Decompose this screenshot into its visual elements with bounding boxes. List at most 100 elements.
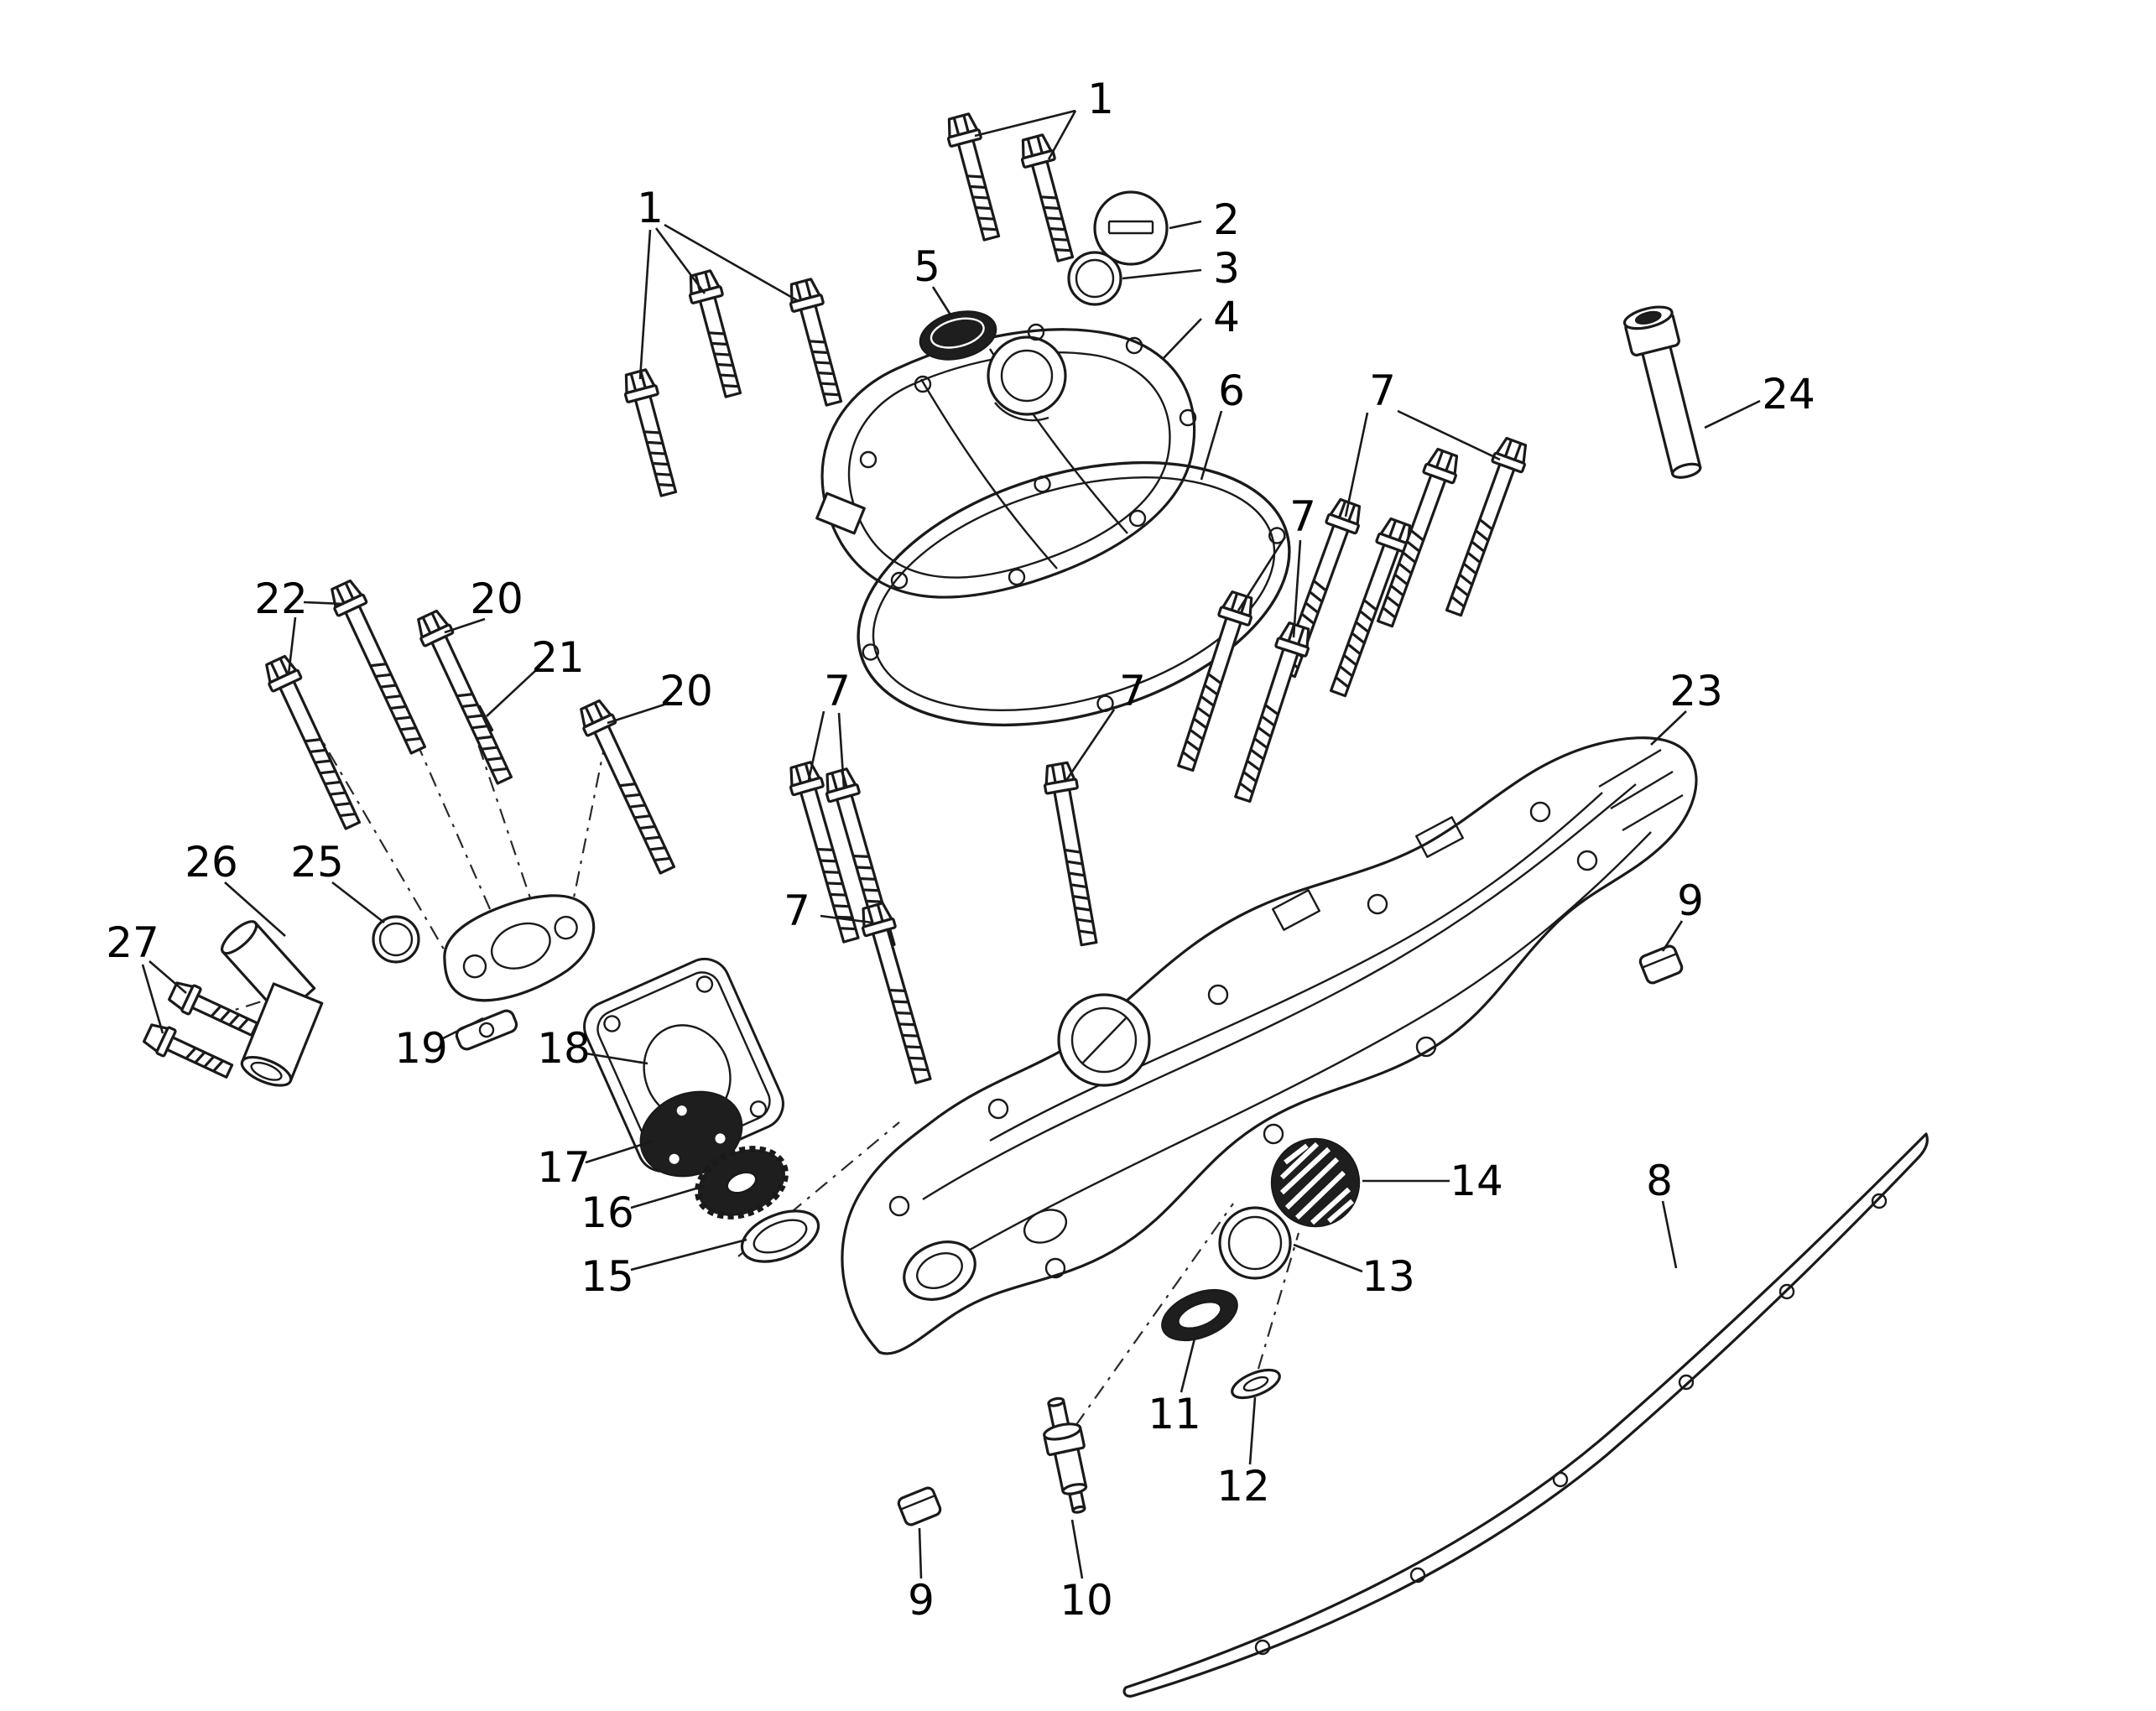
part-number-label: 12	[1216, 1462, 1270, 1511]
leader-line-part-17	[585, 1139, 655, 1164]
leader-line-part-2	[1169, 220, 1202, 230]
part-number-label: 11	[1148, 1390, 1201, 1438]
part-number-label: 10	[1060, 1576, 1113, 1625]
leader-line-part-7	[1397, 409, 1501, 461]
part-7-bolt	[1169, 588, 1259, 775]
part-number-label: 9	[908, 1576, 935, 1625]
part-22-bolt	[259, 652, 369, 834]
leader-line-part-4	[1162, 318, 1202, 360]
part-7-bolt	[856, 900, 940, 1087]
part-number-label: 24	[1762, 370, 1815, 419]
part-number-label: 8	[1646, 1157, 1673, 1205]
part-1-bolt	[684, 268, 750, 401]
part-23-cover-end	[1598, 748, 1684, 832]
part-20-bolt	[411, 606, 521, 788]
part-number-label: 20	[659, 667, 713, 715]
leader-line-part-3	[1122, 268, 1202, 280]
leader-line-part-22	[287, 616, 297, 675]
part-9-rubber-block	[897, 1486, 942, 1526]
leader-line-part-1	[654, 227, 706, 294]
part-number-label: 6	[1218, 367, 1245, 415]
leader-line-part-7	[1292, 539, 1302, 638]
part-number-label: 7	[1369, 367, 1396, 415]
part-number-label: 9	[1677, 876, 1704, 925]
part-14-cap	[1270, 1137, 1361, 1228]
filler-neck-boss	[987, 335, 1067, 416]
leader-line-part-18	[585, 1052, 648, 1065]
leader-line-part-11	[1180, 1338, 1196, 1393]
leader-line-part-15	[630, 1238, 747, 1272]
leader-line-part-9	[918, 1527, 923, 1579]
part-number-label: 7	[1119, 667, 1146, 715]
part-6-valve-cover-gasket	[857, 460, 1291, 727]
part-7-bolt	[1226, 619, 1316, 806]
part-number-label: 1	[1087, 75, 1114, 123]
part-number-label: 5	[914, 242, 940, 291]
part-1-bolt	[619, 367, 685, 500]
leader-line-part-1	[664, 223, 798, 302]
part-26-breather-elbow	[221, 920, 324, 1087]
part-number-label: 27	[106, 918, 159, 967]
part-number-label: 21	[531, 633, 585, 682]
part-number-label: 7	[824, 667, 851, 715]
leader-line-part-27	[141, 964, 164, 1034]
leader-line-part-7	[807, 710, 825, 781]
leader-line-part-20	[444, 617, 486, 634]
part-2-slotted-cap	[1093, 190, 1169, 266]
leader-line-part-5	[931, 286, 955, 320]
leader-line-part-9	[1661, 920, 1684, 952]
leader-line-part-19	[442, 1017, 484, 1040]
part-number-label: 7	[784, 887, 810, 935]
leader-line-part-7	[1064, 709, 1116, 783]
leader-line-part-1	[638, 229, 652, 380]
part-15-seal-ring	[740, 1209, 820, 1263]
part-number-label: 13	[1362, 1252, 1415, 1301]
part-number-label: 26	[185, 838, 238, 887]
part-number-label: 22	[254, 575, 308, 623]
part-9-rubber-block	[1638, 944, 1684, 985]
leader-line-part-8	[1661, 1200, 1678, 1269]
leader-line-part-20	[607, 703, 665, 725]
leader-line-part-10	[1070, 1519, 1084, 1579]
part-1-bolt	[1016, 132, 1082, 265]
part-5-rubber-plug	[919, 310, 997, 361]
leader-line-part-7	[837, 712, 846, 789]
leader-line-part-1	[974, 109, 1076, 138]
engine-side-cover	[841, 736, 1698, 1355]
part-number-label: 17	[537, 1143, 591, 1192]
leader-line-part-7	[1344, 412, 1369, 517]
part-number-label: 15	[581, 1252, 634, 1301]
part-13-o-ring	[1218, 1206, 1292, 1280]
leader-line-part-12	[1248, 1396, 1257, 1465]
part-number-label: 23	[1669, 667, 1723, 715]
part-1-bolt	[942, 111, 1008, 244]
leader-line-part-21	[486, 668, 538, 717]
leader-line-part-23	[1650, 710, 1687, 746]
part-24-dowel-sleeve	[1622, 305, 1702, 479]
leader-line-part-26	[224, 882, 286, 937]
part-number-label: 20	[470, 575, 523, 623]
part-7-bolt	[1040, 760, 1107, 949]
part-number-label: 2	[1213, 195, 1240, 244]
part-1-bolt	[784, 276, 851, 409]
part-number-label: 7	[1289, 492, 1316, 541]
part-8-cover-gasket	[1122, 1132, 1929, 1698]
part-12-washer	[1231, 1368, 1281, 1400]
leader-line-part-24	[1704, 399, 1761, 429]
leader-line-part-7	[820, 914, 873, 924]
leader-line-part-27	[148, 960, 187, 994]
part-25-o-ring	[372, 915, 420, 964]
leader-line-part-25	[331, 881, 385, 924]
part-17-cover-plate	[639, 1090, 743, 1178]
leader-line-part-6	[1200, 410, 1223, 481]
leader-line-part-7	[1237, 536, 1287, 611]
part-number-label: 18	[537, 1024, 591, 1073]
part-number-label: 14	[1450, 1157, 1503, 1205]
part-4-valve-cover	[815, 323, 1197, 599]
leader-line-part-22	[303, 601, 345, 606]
leader-line-part-13	[1293, 1243, 1363, 1273]
part-22-bolt	[325, 576, 435, 758]
